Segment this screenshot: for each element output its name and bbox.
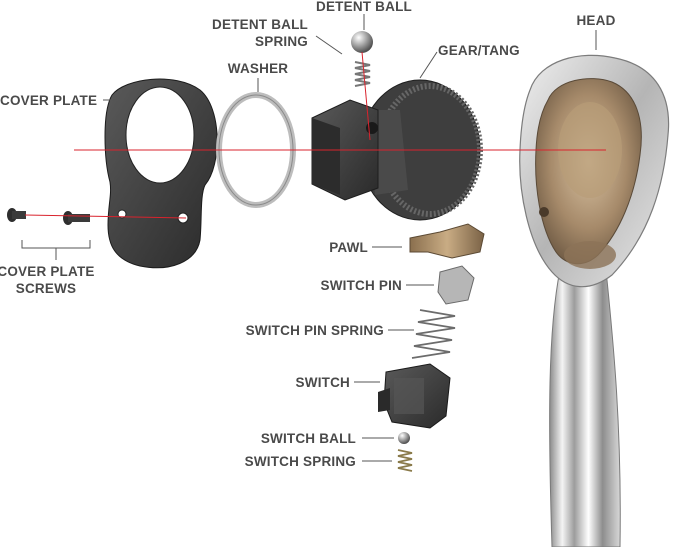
assembly-axis xyxy=(24,51,606,219)
label-detent-ball: DETENT BALL xyxy=(316,0,412,14)
label-cover-plate-screws-line2: SCREWS xyxy=(16,281,76,296)
label-switch-pin-spring: SWITCH PIN SPRING xyxy=(246,323,384,338)
switch-spring xyxy=(397,449,413,472)
switch xyxy=(378,363,451,429)
label-switch-ball: SWITCH BALL xyxy=(261,431,356,446)
label-gear-tang: GEAR/TANG xyxy=(438,43,520,58)
label-head: HEAD xyxy=(576,13,615,28)
label-switch: SWITCH xyxy=(296,375,350,390)
leader-lines xyxy=(21,14,597,462)
label-cover-plate-screws-line1: COVER PLATE xyxy=(0,264,95,279)
ratchet-head xyxy=(519,54,670,547)
switch-pin-spring xyxy=(411,309,456,359)
label-switch-spring: SWITCH SPRING xyxy=(245,454,356,469)
switch-pin xyxy=(437,265,475,305)
cover-plate-screws xyxy=(7,208,90,225)
label-washer: WASHER xyxy=(228,61,289,76)
pawl xyxy=(409,223,485,259)
label-detent-ball-spring-line1: DETENT BALL xyxy=(212,17,308,32)
detent-ball-spring xyxy=(354,61,371,87)
label-pawl: PAWL xyxy=(329,240,368,255)
detent-ball xyxy=(351,31,373,53)
switch-ball xyxy=(398,432,410,444)
label-detent-ball-spring-line2: SPRING xyxy=(255,34,308,49)
label-cover-plate: COVER PLATE xyxy=(0,93,97,108)
labels: DETENT BALL DETENT BALL SPRING WASHER GE… xyxy=(0,0,615,469)
cover-plate xyxy=(104,78,218,269)
label-switch-pin: SWITCH PIN xyxy=(321,278,403,293)
